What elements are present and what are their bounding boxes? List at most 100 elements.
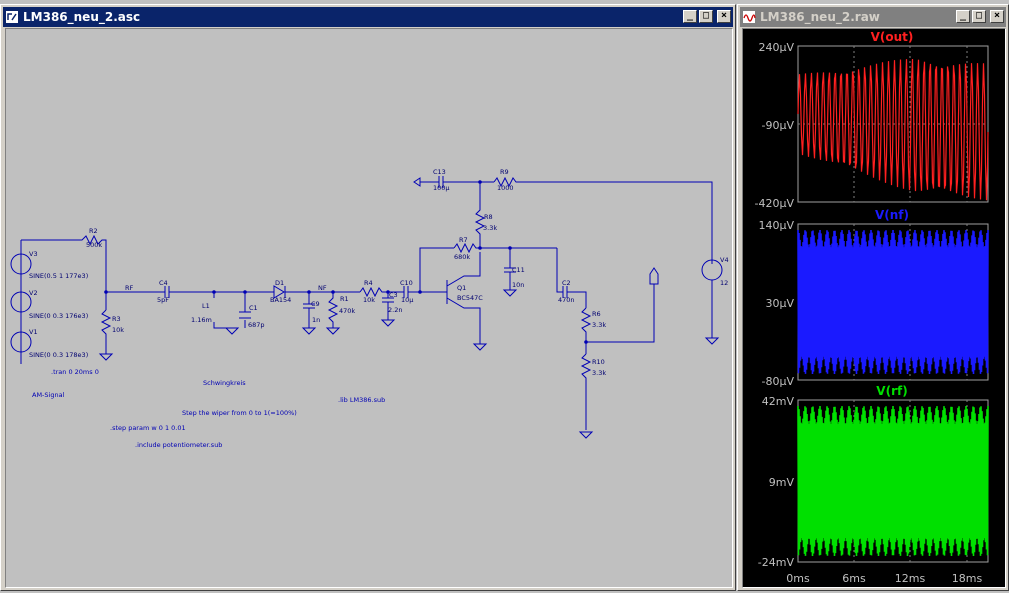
comment-am-signal: AM-Signal [32, 391, 65, 399]
directive-include[interactable]: .include potentiometer.sub [135, 441, 222, 449]
ltspice-app-icon [6, 11, 18, 23]
y-tick-label: 42mV [762, 395, 795, 408]
label-c1: C1 [249, 304, 258, 312]
schematic-window[interactable]: LM386_neu_2.asc _ □ × [0, 4, 736, 591]
close-button[interactable]: × [717, 10, 731, 23]
waveform-window-title: LM386_neu_2.raw [760, 10, 880, 24]
label-r2-value: 500k [86, 241, 102, 249]
directive-step-param[interactable]: .step param w 0 1 0.01 [110, 424, 186, 432]
plot-pane-vrf: V(rf) 42mV 9mV -24mV [758, 384, 989, 569]
label-r9-value: 1000 [497, 184, 514, 192]
label-c13-value: 100µ [433, 184, 450, 192]
schematic-drawing: V3 SINE(0.5 1 177e3) V2 SINE(0 0.3 176e3… [10, 168, 729, 449]
label-r10: R10 [592, 358, 605, 366]
y-tick-label: -90µV [762, 119, 795, 132]
schematic-titlebar[interactable]: LM386_neu_2.asc _ □ × [3, 7, 733, 27]
waveform-band [799, 428, 987, 534]
label-c4-value: 5pF [157, 296, 169, 304]
label-q1: Q1 [457, 284, 466, 292]
label-c3-value: 2.2n [388, 306, 402, 314]
label-d1-value: BA154 [270, 296, 291, 304]
label-c2: C2 [562, 279, 571, 287]
label-c11-value: 10n [512, 281, 524, 289]
label-nf: NF [318, 284, 327, 292]
waveform-trace [797, 58, 989, 201]
label-d1: D1 [275, 279, 284, 287]
label-c4: C4 [159, 279, 168, 287]
label-r9: R9 [500, 168, 509, 176]
label-r6: R6 [592, 310, 601, 318]
label-v4-value: 12 [720, 279, 728, 287]
label-r1: R1 [340, 295, 349, 303]
pane-title: V(rf) [876, 384, 907, 398]
y-tick-label: -80µV [762, 375, 795, 388]
x-tick-label: 6ms [842, 572, 866, 585]
label-r7-value: 680k [454, 253, 470, 261]
schematic-window-title: LM386_neu_2.asc [23, 10, 141, 24]
label-c9-value: 1n [312, 316, 320, 324]
label-r1-value: 470k [339, 307, 355, 315]
directive-lib[interactable]: .lib LM386.sub [338, 396, 385, 404]
waveform-titlebar[interactable]: LM386_neu_2.raw _ □ × [740, 7, 1006, 27]
plot-pane-vout: V(out) 240µV -90µV -420µV [755, 30, 989, 210]
y-tick-label: -420µV [755, 197, 795, 210]
label-v3-value: SINE(0.5 1 177e3) [29, 272, 88, 280]
label-c10: C10 [400, 279, 413, 287]
label-c2-value: 470n [558, 296, 575, 304]
schematic-labels: V3 SINE(0.5 1 177e3) V2 SINE(0 0.3 176e3… [29, 168, 729, 377]
label-r2: R2 [89, 227, 98, 235]
comment-step-note: Step the wiper from 0 to 1(=100%) [182, 409, 297, 417]
label-v2: V2 [29, 289, 38, 297]
label-r4: R4 [364, 279, 373, 287]
pane-title: V(out) [871, 30, 914, 44]
label-v2-value: SINE(0 0.3 176e3) [29, 312, 88, 320]
x-tick-label: 12ms [895, 572, 926, 585]
waveform-app-icon [743, 11, 756, 23]
label-v1: V1 [29, 328, 38, 336]
y-tick-label: 30µV [765, 297, 794, 310]
label-r7: R7 [459, 236, 468, 244]
label-v1-value: SINE(0 0.3 178e3) [29, 351, 88, 359]
label-c11: C11 [512, 266, 525, 274]
x-tick-label: 0ms [786, 572, 810, 585]
schematic-directives: .tran 0 20ms 0 AM-Signal Schwingkreis St… [32, 368, 385, 449]
label-r6-value: 3.3k [592, 321, 606, 329]
waveform-canvas[interactable]: V(out) 240µV -90µV -420µV V(nf) 140µV 30… [742, 28, 1006, 588]
label-r4-value: 10k [363, 296, 375, 304]
y-tick-label: 9mV [769, 476, 795, 489]
pane-title: V(nf) [875, 208, 909, 222]
waveform-band [799, 252, 987, 352]
y-tick-label: -24mV [758, 556, 795, 569]
label-l1-value: 1.16m [191, 316, 212, 324]
label-rf: RF [125, 284, 134, 292]
label-q1-value: BC547C [457, 294, 483, 302]
label-v4: V4 [720, 256, 729, 264]
label-r8: R8 [484, 213, 493, 221]
waveform-plots: V(out) 240µV -90µV -420µV V(nf) 140µV 30… [755, 30, 989, 585]
label-c1-value: 687p [248, 321, 265, 329]
label-r8-value: 3.3k [483, 224, 497, 232]
label-l1: L1 [202, 302, 210, 310]
plot-pane-vnf: V(nf) 140µV 30µV -80µV [758, 208, 989, 388]
label-r10-value: 3.3k [592, 369, 606, 377]
label-c13: C13 [433, 168, 446, 176]
waveform-window[interactable]: LM386_neu_2.raw _ □ × V(out) 240µV -90µV… [737, 4, 1009, 591]
directive-tran[interactable]: .tran 0 20ms 0 [51, 368, 99, 376]
label-c9: C9 [311, 300, 320, 308]
label-r3: R3 [112, 315, 121, 323]
x-axis-ticks: 0ms 6ms 12ms 18ms [786, 572, 982, 585]
label-r3-value: 10k [112, 326, 124, 334]
schematic-wires [10, 176, 723, 439]
label-c10-value: 10µ [401, 296, 413, 304]
label-c3: C3 [389, 291, 398, 299]
minimize-button[interactable]: _ [683, 10, 697, 23]
x-tick-label: 18ms [952, 572, 983, 585]
close-button[interactable]: × [990, 10, 1004, 23]
y-tick-label: 140µV [758, 219, 794, 232]
maximize-button[interactable]: □ [972, 10, 986, 23]
minimize-button[interactable]: _ [956, 10, 970, 23]
schematic-canvas[interactable]: V3 SINE(0.5 1 177e3) V2 SINE(0 0.3 176e3… [5, 28, 733, 588]
y-tick-label: 240µV [758, 41, 794, 54]
maximize-button[interactable]: □ [699, 10, 713, 23]
schematic-dots [104, 180, 588, 344]
